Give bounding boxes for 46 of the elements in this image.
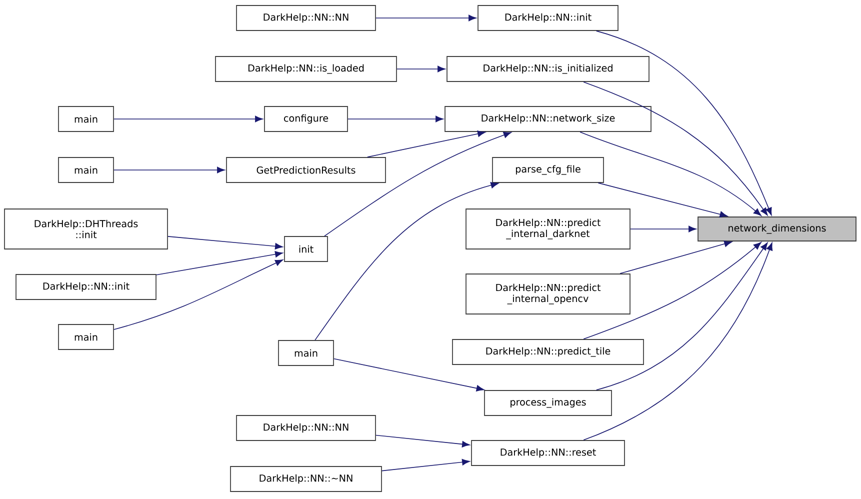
arrow xyxy=(376,14,476,22)
function-box: DarkHelp::DHThreads ::init xyxy=(4,208,168,250)
arrow xyxy=(630,226,696,232)
function-box: DarkHelp::NN::init xyxy=(478,5,618,31)
arrow xyxy=(376,434,470,448)
function-box: DarkHelp::NN::reset xyxy=(471,440,625,466)
function-box: DarkHelp::NN::init xyxy=(16,274,156,300)
arrow xyxy=(114,166,225,174)
arrow xyxy=(348,116,444,122)
highlighted-function-box: network_dimensions xyxy=(698,216,856,242)
function-box: main xyxy=(278,340,334,366)
arrow xyxy=(324,132,512,236)
function-box: configure xyxy=(264,106,348,132)
function-box: DarkHelp::NN::~NN xyxy=(230,466,382,492)
function-box: DarkHelp::NN::predict _internal_opencv xyxy=(466,274,630,314)
arrow xyxy=(580,132,762,216)
function-box: init xyxy=(284,236,328,262)
arrow xyxy=(334,358,484,392)
arrow xyxy=(396,66,446,72)
arrow xyxy=(168,236,283,250)
arrow xyxy=(156,251,283,276)
function-box: DarkHelp::NN::predict _internal_darknet xyxy=(466,208,630,250)
function-box: DarkHelp::NN::NN xyxy=(236,415,376,441)
arrow xyxy=(583,242,773,440)
arrow xyxy=(314,182,499,340)
arrow xyxy=(583,82,768,216)
arrow xyxy=(114,116,263,122)
arrow xyxy=(596,242,768,390)
arrow xyxy=(583,242,762,340)
function-box: DarkHelp::NN::is_initialized xyxy=(446,56,650,82)
function-box: DarkHelp::NN::NN xyxy=(236,5,376,31)
function-box: main xyxy=(58,324,114,350)
arrow xyxy=(620,240,732,274)
function-box: GetPredictionResults xyxy=(226,157,386,183)
function-box: parse_cfg_file xyxy=(492,157,604,183)
function-box: DarkHelp::NN::predict_tile xyxy=(452,339,644,365)
function-box: main xyxy=(58,106,114,132)
function-box: DarkHelp::NN::is_loaded xyxy=(215,56,397,82)
arrow xyxy=(598,182,728,218)
arrow xyxy=(596,30,772,216)
function-box: process_images xyxy=(484,390,612,416)
arrow xyxy=(382,459,470,472)
arrow xyxy=(367,130,486,158)
function-box: main xyxy=(58,157,114,183)
function-box: DarkHelp::NN::network_size xyxy=(444,106,652,132)
arrow xyxy=(114,260,284,330)
